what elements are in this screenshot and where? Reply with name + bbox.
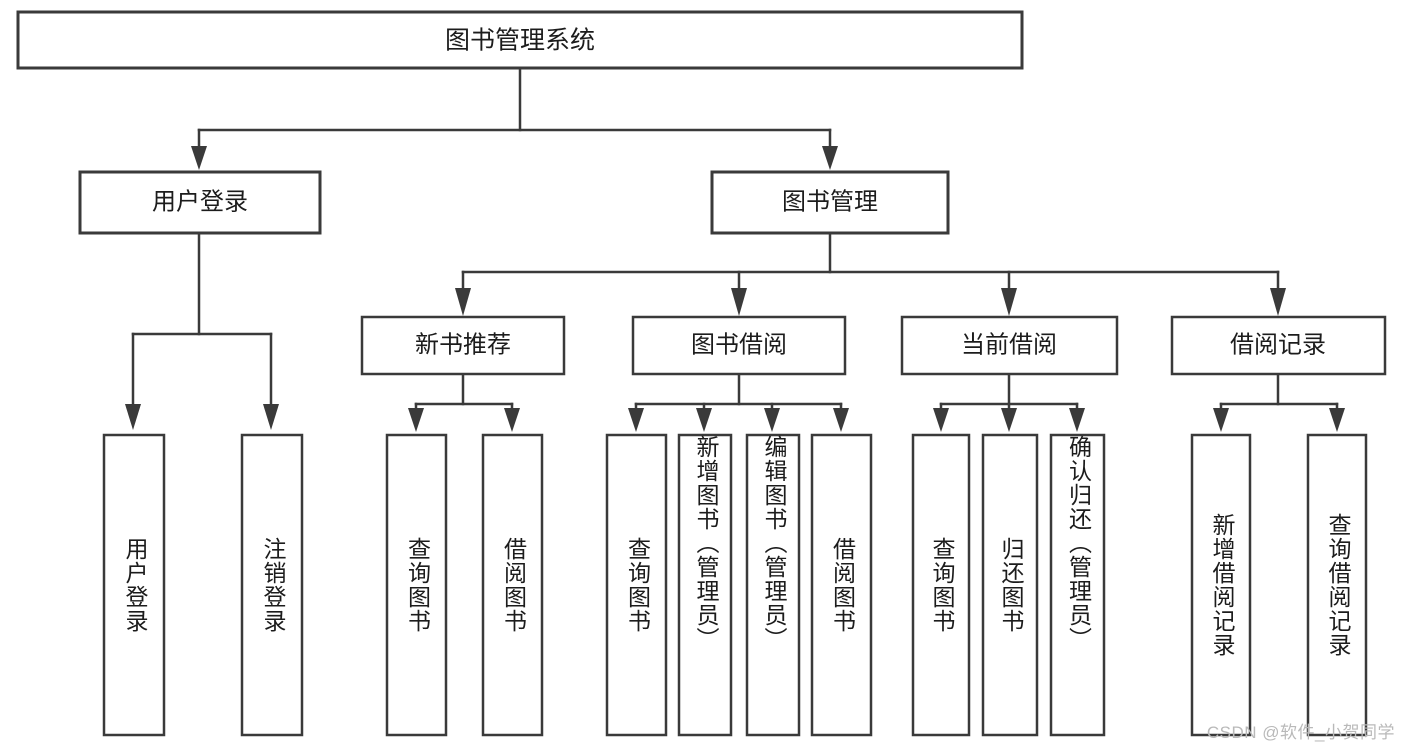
leaf-box-borrow-record-2[interactable] xyxy=(1306,433,1368,737)
node-borrow-record[interactable]: 借阅记录 xyxy=(1170,315,1387,376)
arrow-user-leaf-1 xyxy=(125,404,141,430)
leaf-box-current-borrow-3[interactable] xyxy=(1049,433,1106,737)
arrow-borrowrecord-leaf-1 xyxy=(1213,408,1229,432)
arrow-currentborrow-leaf-2 xyxy=(1001,408,1017,432)
leaf-box-book-borrow-3[interactable] xyxy=(745,433,801,737)
node-root-box[interactable] xyxy=(16,10,1024,70)
edge-group-book-management xyxy=(455,231,1286,316)
node-new-book-recommend-label: 新书推荐 xyxy=(415,331,511,358)
arrow-to-borrow-record xyxy=(1270,288,1286,316)
csdn-watermark: CSDN @软件_小贺同学 xyxy=(1206,723,1395,742)
leaf-box-book-borrow-2[interactable] xyxy=(677,433,733,737)
leaf-box-new-book-2[interactable] xyxy=(481,433,544,737)
node-root-label: 图书管理系统 xyxy=(445,27,595,55)
arrow-bookborrow-leaf-2 xyxy=(696,408,712,432)
arrow-to-user-login xyxy=(191,146,207,170)
leaf-group-book-borrow xyxy=(605,433,873,737)
node-user-login[interactable]: 用户登录 xyxy=(78,170,322,235)
leaf-box-book-borrow-1[interactable] xyxy=(605,433,668,737)
edge-group-current-borrow xyxy=(933,373,1085,432)
arrow-borrowrecord-leaf-2 xyxy=(1329,408,1345,432)
leaf-box-new-book-1[interactable] xyxy=(385,433,448,737)
node-new-book-recommend[interactable]: 新书推荐 xyxy=(360,315,566,376)
leaf-group-borrow-record xyxy=(1190,433,1368,737)
node-book-borrow-label: 图书借阅 xyxy=(691,331,787,358)
leaf-box-user-login-1[interactable] xyxy=(102,433,166,737)
edge-group-book-borrow xyxy=(628,373,849,432)
node-book-borrow[interactable]: 图书借阅 xyxy=(631,315,847,376)
arrow-to-current-borrow xyxy=(1001,288,1017,316)
arrow-bookborrow-leaf-1 xyxy=(628,408,644,432)
arrow-currentborrow-leaf-1 xyxy=(933,408,949,432)
arrow-user-leaf-2 xyxy=(263,404,279,430)
node-current-borrow-box[interactable] xyxy=(900,315,1119,376)
node-borrow-record-label: 借阅记录 xyxy=(1230,331,1326,358)
arrow-to-book-borrow xyxy=(731,288,747,316)
edge-group-new-book xyxy=(408,373,520,432)
edge-group-user-login xyxy=(125,231,279,430)
node-root[interactable]: 图书管理系统 xyxy=(16,10,1024,70)
leaf-group-user-login xyxy=(102,433,304,737)
arrow-currentborrow-leaf-3 xyxy=(1069,408,1085,432)
leaf-group-current-borrow xyxy=(911,433,1106,737)
arrow-bookborrow-leaf-3 xyxy=(764,408,780,432)
node-user-login-box[interactable] xyxy=(78,170,322,235)
node-book-borrow-box[interactable] xyxy=(631,315,847,376)
arrow-to-new-book xyxy=(455,288,471,316)
node-new-book-recommend-box[interactable] xyxy=(360,315,566,376)
leaf-box-current-borrow-1[interactable] xyxy=(911,433,971,737)
node-current-borrow-label: 当前借阅 xyxy=(961,331,1057,358)
arrow-bookborrow-leaf-4 xyxy=(833,408,849,432)
leaf-box-book-borrow-4[interactable] xyxy=(810,433,873,737)
leaf-box-borrow-record-1[interactable] xyxy=(1190,433,1252,737)
node-book-management-label: 图书管理 xyxy=(782,188,878,215)
edge-group-root xyxy=(191,66,838,170)
node-book-management[interactable]: 图书管理 xyxy=(710,170,950,235)
node-user-login-label: 用户登录 xyxy=(152,188,248,215)
leaf-box-user-login-2[interactable] xyxy=(240,433,304,737)
edge-group-borrow-record xyxy=(1213,373,1345,432)
leaf-box-current-borrow-2[interactable] xyxy=(981,433,1039,737)
arrow-newbook-leaf-2 xyxy=(504,408,520,432)
node-book-management-box[interactable] xyxy=(710,170,950,235)
arrow-to-book-management xyxy=(822,146,838,170)
node-borrow-record-box[interactable] xyxy=(1170,315,1387,376)
node-current-borrow[interactable]: 当前借阅 xyxy=(900,315,1119,376)
arrow-newbook-leaf-1 xyxy=(408,408,424,432)
leaf-group-new-book xyxy=(385,433,544,737)
